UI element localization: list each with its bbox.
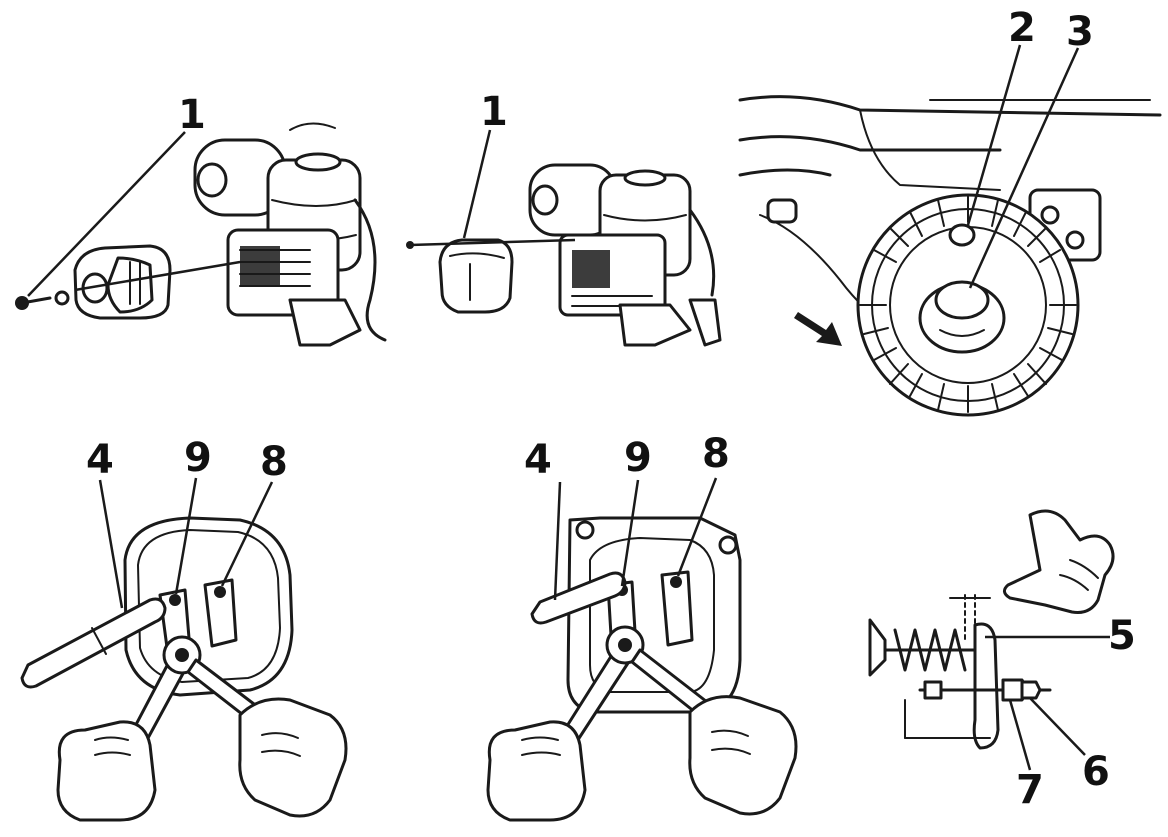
panel-valve-clearance <box>868 509 1115 771</box>
callout-6: 6 <box>1082 749 1110 795</box>
leader-line-2 <box>966 44 1022 226</box>
leader-line-7 <box>1008 699 1032 771</box>
callout-5: 5 <box>1108 613 1136 659</box>
callout-7: 7 <box>1016 767 1044 813</box>
callout-4-center: 4 <box>524 437 552 483</box>
pointing-hand-shape <box>1003 509 1115 614</box>
leader-line-9b <box>620 479 640 587</box>
callout-9-left: 9 <box>184 435 212 481</box>
panel-starter-pulley <box>738 44 1162 417</box>
callout-4-left: 4 <box>86 437 114 483</box>
leader-line-6 <box>1029 697 1086 756</box>
leader-line-3 <box>968 47 1080 289</box>
leader-line-4b <box>553 481 562 601</box>
leader-line-4a <box>98 479 124 609</box>
leader-line-1a <box>27 131 186 297</box>
rocker-arm-shape <box>972 622 1000 750</box>
panel-engine-left <box>15 122 387 347</box>
leader-line-8b <box>676 477 718 577</box>
direction-arrow-shape <box>794 312 842 346</box>
callout-8-left: 8 <box>260 439 288 485</box>
leader-line-8a <box>220 481 274 587</box>
callout-2: 2 <box>1008 5 1036 51</box>
callout-3: 3 <box>1066 9 1094 55</box>
callout-1-center: 1 <box>480 89 508 135</box>
leader-line-9a <box>174 477 198 595</box>
panel-valve-adjust-left <box>20 477 348 822</box>
callout-9-center: 9 <box>624 435 652 481</box>
callout-8-center: 8 <box>702 431 730 477</box>
panel-engine-center <box>406 129 722 347</box>
leader-line-1b <box>462 129 492 239</box>
panel-valve-adjust-center <box>486 477 798 822</box>
callout-1-left: 1 <box>178 92 206 138</box>
feeler-gauge-left-shape <box>20 597 167 689</box>
